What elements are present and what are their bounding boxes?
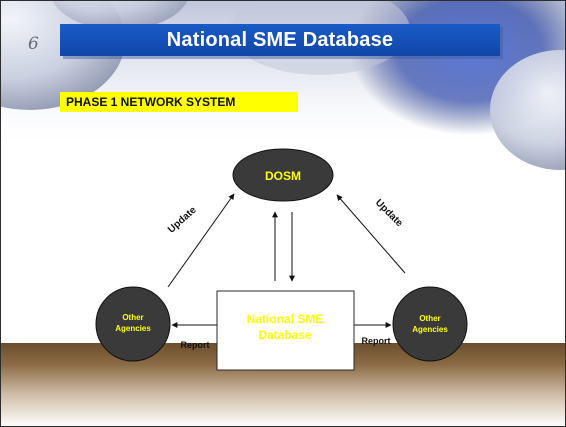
- slide-title: National SME Database: [166, 28, 394, 51]
- other-agencies-left-label-line2: Agencies: [115, 324, 151, 333]
- other-agencies-left-node: Other Agencies: [95, 286, 171, 362]
- update-label-left: Update: [166, 204, 199, 235]
- slide-number: 6: [28, 34, 39, 54]
- dosm-label: DOSM: [265, 169, 301, 183]
- phase-label: PHASE 1 NETWORK SYSTEM: [60, 92, 298, 112]
- other-agencies-right-label-line1: Other: [419, 314, 440, 323]
- other-agencies-right-label-line2: Agencies: [412, 325, 448, 334]
- phase-label-text: PHASE 1 NETWORK SYSTEM: [66, 95, 236, 109]
- database-label-line2: Database: [258, 328, 312, 342]
- other-agencies-left-label-line1: Other: [122, 313, 143, 322]
- update-arrow-right: [336, 194, 406, 274]
- report-label-left: Report: [181, 340, 210, 350]
- database-node: National SME Database: [216, 290, 355, 371]
- other-agencies-right-node: Other Agencies: [392, 286, 468, 362]
- database-label-line1: National SME: [247, 312, 324, 326]
- title-banner: National SME Database: [60, 24, 500, 56]
- report-label-right: Report: [362, 336, 391, 346]
- update-arrow-left: [167, 193, 235, 288]
- dosm-node: DOSM: [232, 148, 334, 202]
- update-label-right: Update: [373, 197, 405, 229]
